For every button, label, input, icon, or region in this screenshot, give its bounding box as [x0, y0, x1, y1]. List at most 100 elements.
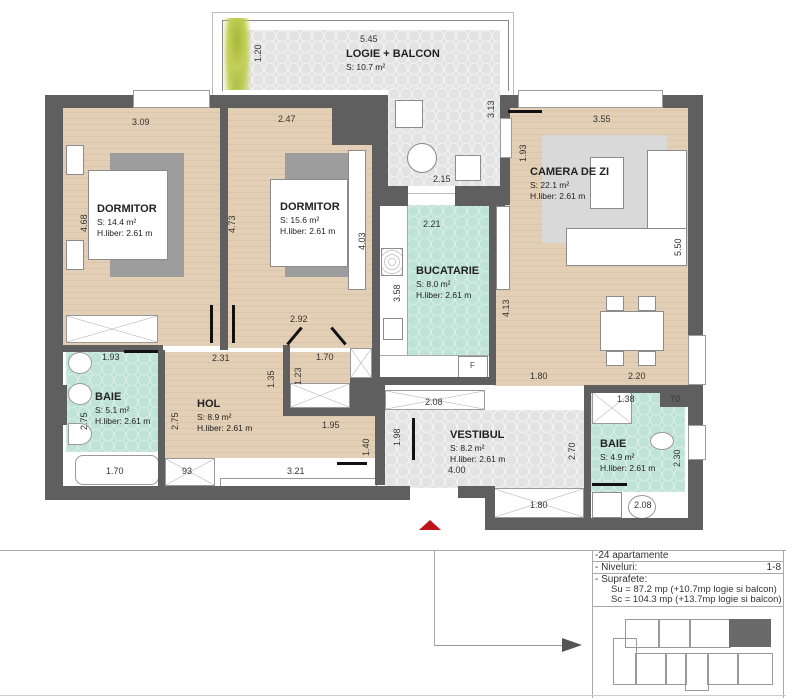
- dim: 1.70: [106, 466, 124, 476]
- dim: 1.23: [293, 367, 303, 385]
- window: [688, 335, 706, 385]
- dim: 1.98: [392, 428, 402, 446]
- wall-entry-right: [458, 486, 486, 498]
- dim: 3.21: [287, 466, 305, 476]
- chair: [606, 351, 624, 366]
- wall-d1-bottom: [63, 345, 163, 352]
- dim: 1.40: [361, 438, 371, 456]
- dim: 1.20: [253, 44, 263, 62]
- toilet-icon: [650, 432, 674, 450]
- dim: 70: [670, 394, 681, 404]
- dim: 3.58: [392, 284, 402, 302]
- window: [133, 90, 210, 108]
- wall-outer-right: [688, 95, 703, 335]
- info-surfaces: - Suprafete:: [595, 574, 648, 585]
- key-plan-unit: [625, 619, 660, 648]
- dim: 1.80: [530, 500, 548, 510]
- door-leaf: [508, 110, 542, 113]
- info-apartments: -24 apartamente: [595, 550, 669, 561]
- dim: 2.31: [212, 353, 230, 363]
- wall-d2-balcony: [332, 95, 387, 145]
- stove-icon: [381, 248, 403, 276]
- wall-dressing-bottom: [283, 408, 385, 416]
- toilet-icon: [68, 423, 92, 445]
- info-levels-label: - Niveluri:: [595, 562, 638, 573]
- wall-baie1-outer: [45, 385, 67, 425]
- room-label-hol: HOL S: 8.9 m² H.liber: 2.61 m: [197, 398, 253, 434]
- wall-dressing-right: [350, 378, 385, 416]
- dim: 2.92: [290, 314, 308, 324]
- wall-outer-top-left: [45, 95, 133, 108]
- key-plan-unit: [613, 638, 637, 685]
- dim: 1.35: [266, 370, 276, 388]
- chair: [606, 296, 624, 311]
- balcony-chair: [455, 155, 481, 181]
- door-leaf: [124, 350, 158, 353]
- closet-hol: [165, 458, 215, 486]
- room-label-logie: LOGIE + BALCON S: 10.7 m²: [346, 48, 440, 72]
- wall-hol-right: [375, 415, 385, 485]
- wall-dressing-left: [283, 345, 290, 415]
- wall-outer-left: [45, 95, 63, 500]
- room-label-vestibul: VESTIBUL S: 8.2 m² H.liber: 2.61 m: [450, 429, 506, 465]
- plant-icon: [222, 18, 252, 90]
- wall-outer-bottom-right: [485, 518, 703, 530]
- wall-kitchen-right: [489, 200, 496, 378]
- dim: 4.73: [227, 215, 237, 233]
- room-label-baie1: BAIE S: 5.1 m² H.liber: 2.61 m: [95, 391, 151, 427]
- key-plan-unit: [689, 619, 731, 648]
- floor-plan: F: [45, 12, 706, 530]
- wall-baie1-right: [158, 350, 165, 490]
- wall-outer-right-lower: [688, 385, 703, 425]
- dim: 3.09: [132, 117, 150, 127]
- key-plan-unit: [737, 653, 773, 685]
- room-label-camera-de-zi: CAMERA DE ZI S: 22.1 m² H.liber: 2.61 m: [530, 166, 610, 202]
- fridge-label: F: [470, 361, 475, 370]
- key-plan-unit: [658, 619, 691, 648]
- bed-dormitor2: [270, 179, 348, 267]
- closet-vestibul: [385, 390, 485, 410]
- wall-balcony-bottom-r: [455, 186, 505, 206]
- dim: 3.55: [593, 114, 611, 124]
- sink-icon: [383, 318, 403, 340]
- pointer-arrow-icon: [562, 638, 582, 652]
- key-plan: [613, 616, 773, 691]
- dim: 2.15: [433, 174, 451, 184]
- wardrobe-dormitor1: [66, 315, 158, 343]
- wall-outer-right-bottom: [688, 460, 703, 530]
- nightstand: [66, 145, 84, 175]
- door-leaf: [337, 462, 367, 465]
- sink-icon: [68, 352, 92, 374]
- divider: [593, 606, 783, 607]
- dim: 4.13: [501, 299, 511, 317]
- wall-column: [660, 385, 690, 407]
- window: [688, 425, 706, 460]
- balcony-table: [407, 143, 437, 173]
- wall-balcony-left: [380, 95, 388, 205]
- bathtub-icon: [75, 455, 159, 485]
- dim: 2.30: [672, 449, 682, 467]
- chair: [638, 351, 656, 366]
- sofa-bottom: [566, 228, 687, 266]
- door-leaf: [232, 305, 235, 343]
- shower-icon: [592, 392, 632, 424]
- dim: 93: [182, 466, 193, 476]
- tv-unit: [496, 206, 510, 290]
- dim: 4.00: [448, 465, 466, 475]
- door-leaf: [412, 418, 415, 460]
- wall-balcony-bottom-l: [380, 186, 408, 206]
- wall-kitchen-bottom: [372, 377, 496, 385]
- wall-vestibul-right-step: [485, 486, 495, 530]
- room-label-dormitor2: DORMITOR S: 15.6 m² H.liber: 2.61 m: [280, 201, 340, 237]
- dim: 1.93: [102, 352, 120, 362]
- dim: 4.68: [79, 214, 89, 232]
- divider: [593, 573, 783, 574]
- closet-dressing-2: [350, 348, 372, 378]
- divider: [593, 561, 783, 562]
- key-plan-core: [685, 653, 709, 691]
- wall-d2-right: [372, 145, 380, 385]
- dim: 1.80: [530, 371, 548, 381]
- dim: 5.50: [673, 238, 683, 256]
- room-label-dormitor1: DORMITOR S: 14.4 m² H.liber: 2.61 m: [97, 203, 157, 239]
- wall-outer-top-mid: [210, 95, 332, 108]
